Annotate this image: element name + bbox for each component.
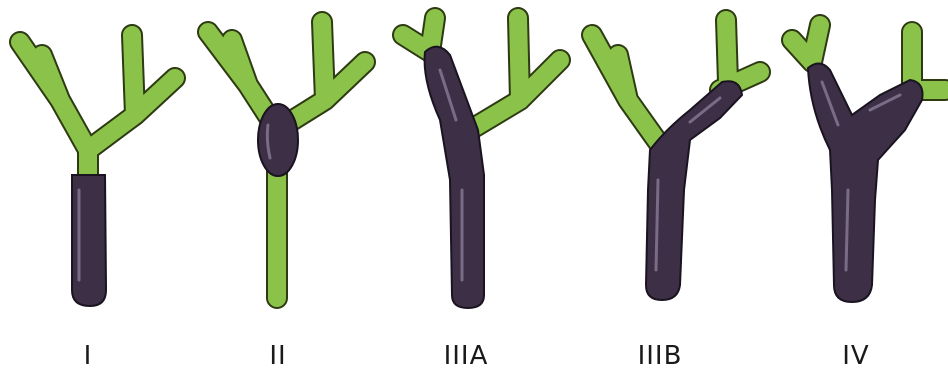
- panel-type-iiib: [592, 20, 760, 300]
- panel-type-ii: [208, 22, 365, 298]
- tumor-segment: [808, 63, 923, 302]
- panel-type-iv: [792, 25, 945, 302]
- tumor-segment: [72, 175, 106, 306]
- tumor-segment: [425, 47, 484, 308]
- label-type-iiia: IIIA: [406, 338, 526, 374]
- panel-type-iiia: [403, 18, 560, 308]
- label-type-iv: IV: [796, 338, 916, 374]
- label-type-i: I: [28, 338, 148, 374]
- label-type-iiib: IIIB: [600, 338, 720, 374]
- label-type-ii: II: [218, 338, 338, 374]
- bile-duct-tree: [20, 35, 175, 175]
- type-labels: I II IIIA IIIB IV: [0, 338, 948, 374]
- tumor-segment: [646, 81, 742, 300]
- tumor-segment: [258, 104, 298, 176]
- panel-type-i: [20, 35, 175, 306]
